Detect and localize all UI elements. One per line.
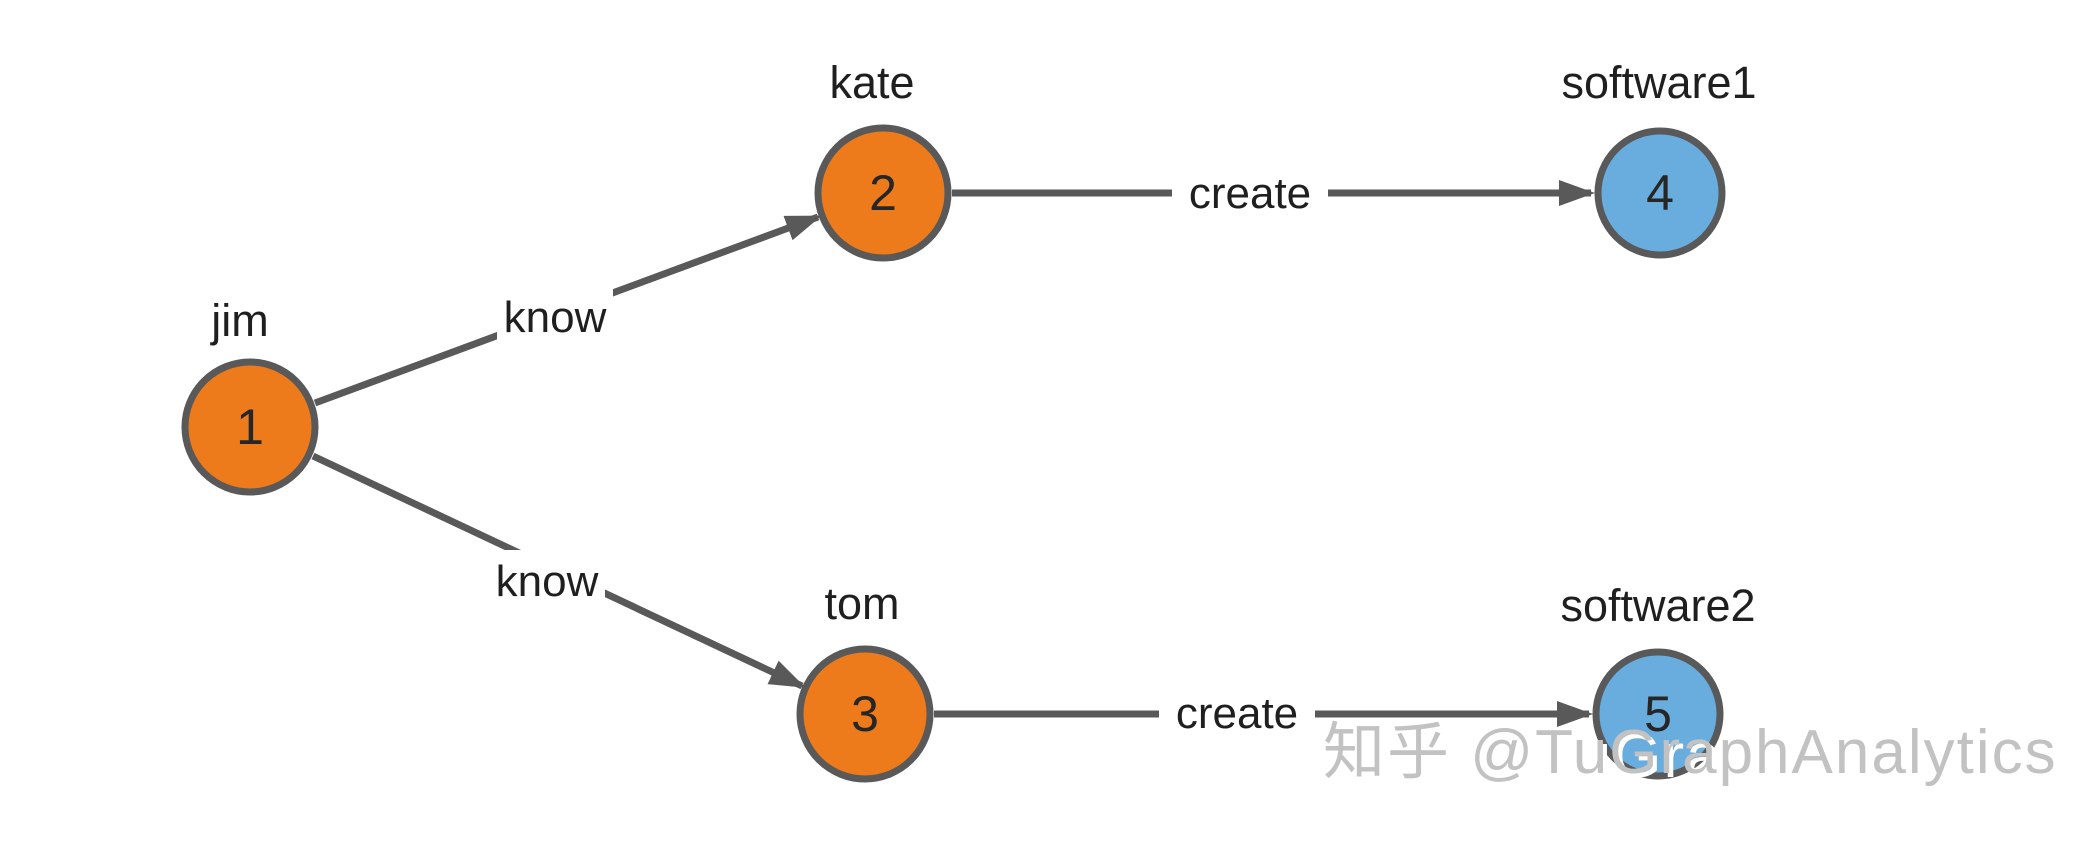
edge-label-backing [1159,685,1315,741]
node-jim-label: jim [209,295,268,346]
node-jim: 1 jim [181,295,319,496]
node-software2: 5 software2 [1560,580,1756,780]
node-software2-circle [1592,648,1724,780]
node-software2-label: software2 [1560,580,1755,631]
edge-jim-kate-label: know [504,293,607,342]
edge-tom-software2-label: create [1176,689,1298,738]
edge-label-backing [1172,165,1328,221]
edge-label-backing [497,286,613,344]
edge-label-backing [489,550,605,608]
edge-kate-software1-label: create [1189,169,1311,218]
node-kate-circle [814,124,952,262]
node-kate-id: 2 [869,165,897,221]
watermark: 知乎 @TuGraphAnalytics 知乎 @TuGraphAnalytic… [1323,718,2062,791]
node-jim-id: 1 [236,399,264,455]
node-software1-id: 4 [1646,165,1674,221]
watermark-text: 知乎 @TuGraphAnalytics [1323,718,2058,787]
node-software1: 4 software1 [1561,57,1757,259]
node-software1-circle [1594,127,1726,259]
node-kate: 2 kate [814,57,952,262]
node-software2-id: 5 [1644,686,1672,742]
node-tom-circle [796,645,934,783]
node-tom: 3 tom [796,578,934,783]
watermark-highlight: 知乎 @TuGraphAnalytics [1327,722,2062,791]
node-tom-label: tom [824,578,899,629]
node-jim-circle [181,358,319,496]
node-software1-label: software1 [1561,57,1756,108]
edge-jim-tom-label: know [496,557,599,606]
node-kate-label: kate [829,57,914,108]
node-tom-id: 3 [851,686,879,742]
